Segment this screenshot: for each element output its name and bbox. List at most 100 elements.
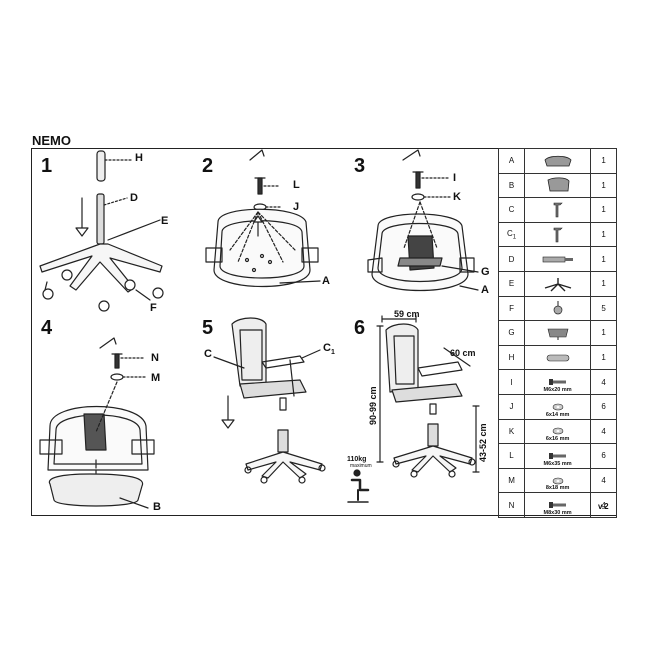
bolt-icon (525, 501, 590, 509)
part-spec: M8x30 mm (543, 509, 572, 516)
callout-h: H (135, 152, 143, 164)
part-image: M6x35 mm (524, 443, 592, 469)
part-quantity: 4 (590, 369, 617, 395)
part-image (524, 172, 592, 199)
parts-row: L M6x35 mm 6 (497, 443, 617, 469)
bolt-icon (525, 452, 590, 460)
callout-d: D (130, 192, 138, 204)
part-quantity: 5 (590, 295, 617, 322)
step1-illustration (39, 150, 164, 312)
caster-icon (525, 300, 590, 316)
part-image: M6x20 mm (524, 369, 592, 395)
callout-i: I (453, 172, 457, 184)
part-letter: I (497, 369, 526, 395)
callout-a-step3: A (481, 284, 489, 296)
part-image (524, 270, 592, 297)
cover-icon (525, 353, 590, 363)
instruction-frame (31, 148, 617, 516)
armrest-icon (525, 201, 590, 219)
part-image: M8x30 mm (524, 492, 592, 518)
callout-f: F (150, 302, 157, 314)
step-number-1: 1 (41, 155, 53, 177)
part-quantity: 1 (590, 197, 617, 223)
part-spec: 6x14 mm (545, 411, 570, 418)
part-quantity: 1 (590, 270, 617, 297)
part-letter: L (497, 443, 526, 469)
parts-row: C1 1 (497, 221, 617, 248)
callout-c1: C1 (323, 342, 335, 357)
callout-b: B (153, 501, 161, 513)
step-number-3: 3 (354, 155, 366, 177)
part-letter: N (497, 492, 526, 518)
bolt-icon (525, 378, 590, 386)
step-number-4: 4 (41, 317, 53, 339)
callout-l: L (293, 179, 300, 191)
part-image: 6x14 mm (524, 393, 592, 420)
mechanism-icon (525, 325, 590, 341)
dimension-seat-depth: 59 cm (394, 309, 420, 319)
callout-a-step2: A (322, 275, 330, 287)
part-quantity: 1 (590, 172, 617, 199)
washer-icon (525, 427, 590, 435)
part-letter: B (497, 172, 526, 199)
callout-j: J (293, 201, 300, 213)
part-image (524, 197, 592, 223)
part-image (524, 246, 592, 272)
step-number-6: 6 (354, 317, 366, 339)
step-number-5: 5 (202, 317, 214, 339)
callout-g: G (481, 266, 490, 278)
part-quantity: 6 (590, 393, 617, 420)
part-quantity: 1 (590, 148, 617, 174)
part-quantity: 6 (590, 443, 617, 469)
part-letter: K (497, 418, 526, 445)
callout-m: M (151, 372, 161, 384)
load-rating-note: maximum (350, 463, 372, 469)
load-rating: 110kg (347, 456, 367, 463)
part-quantity: 1 (590, 221, 617, 248)
washer-icon (525, 403, 590, 411)
step4-illustration (39, 337, 155, 509)
part-image (524, 320, 592, 346)
part-letter: G (497, 320, 526, 346)
part-letter: M (497, 467, 526, 494)
version-label: v.2 (598, 502, 609, 511)
part-image (524, 148, 592, 174)
part-letter: E (497, 270, 526, 297)
callout-n: N (151, 352, 159, 364)
washer-icon (525, 477, 590, 485)
part-image: 6x16 mm (524, 418, 592, 445)
part-quantity: 1 (590, 246, 617, 272)
armrest-icon (525, 226, 590, 244)
part-quantity: 1 (590, 344, 617, 371)
callout-k: K (453, 191, 461, 203)
step5-illustration (213, 317, 326, 484)
part-spec: 6x16 mm (545, 436, 570, 443)
page-title: NEMO (32, 133, 71, 148)
part-letter: D (497, 246, 526, 272)
step2-illustration (205, 149, 321, 288)
part-image (524, 344, 592, 371)
step6-illustration (347, 315, 480, 503)
part-spec: M6x35 mm (543, 460, 572, 467)
part-letter: C1 (497, 221, 526, 248)
part-spec: 8x18 mm (545, 485, 570, 492)
dimension-height-total: 90-99 cm (368, 386, 378, 425)
dimension-seat-height: 43-52 cm (478, 423, 488, 462)
callout-c: C (204, 348, 212, 360)
gas-lift-icon (525, 254, 590, 264)
part-spec: M6x20 mm (543, 386, 572, 393)
step-number-2: 2 (202, 155, 214, 177)
part-letter: A (497, 148, 526, 174)
part-image (524, 221, 592, 248)
seat-icon (525, 154, 590, 168)
step3-illustration (367, 149, 479, 292)
